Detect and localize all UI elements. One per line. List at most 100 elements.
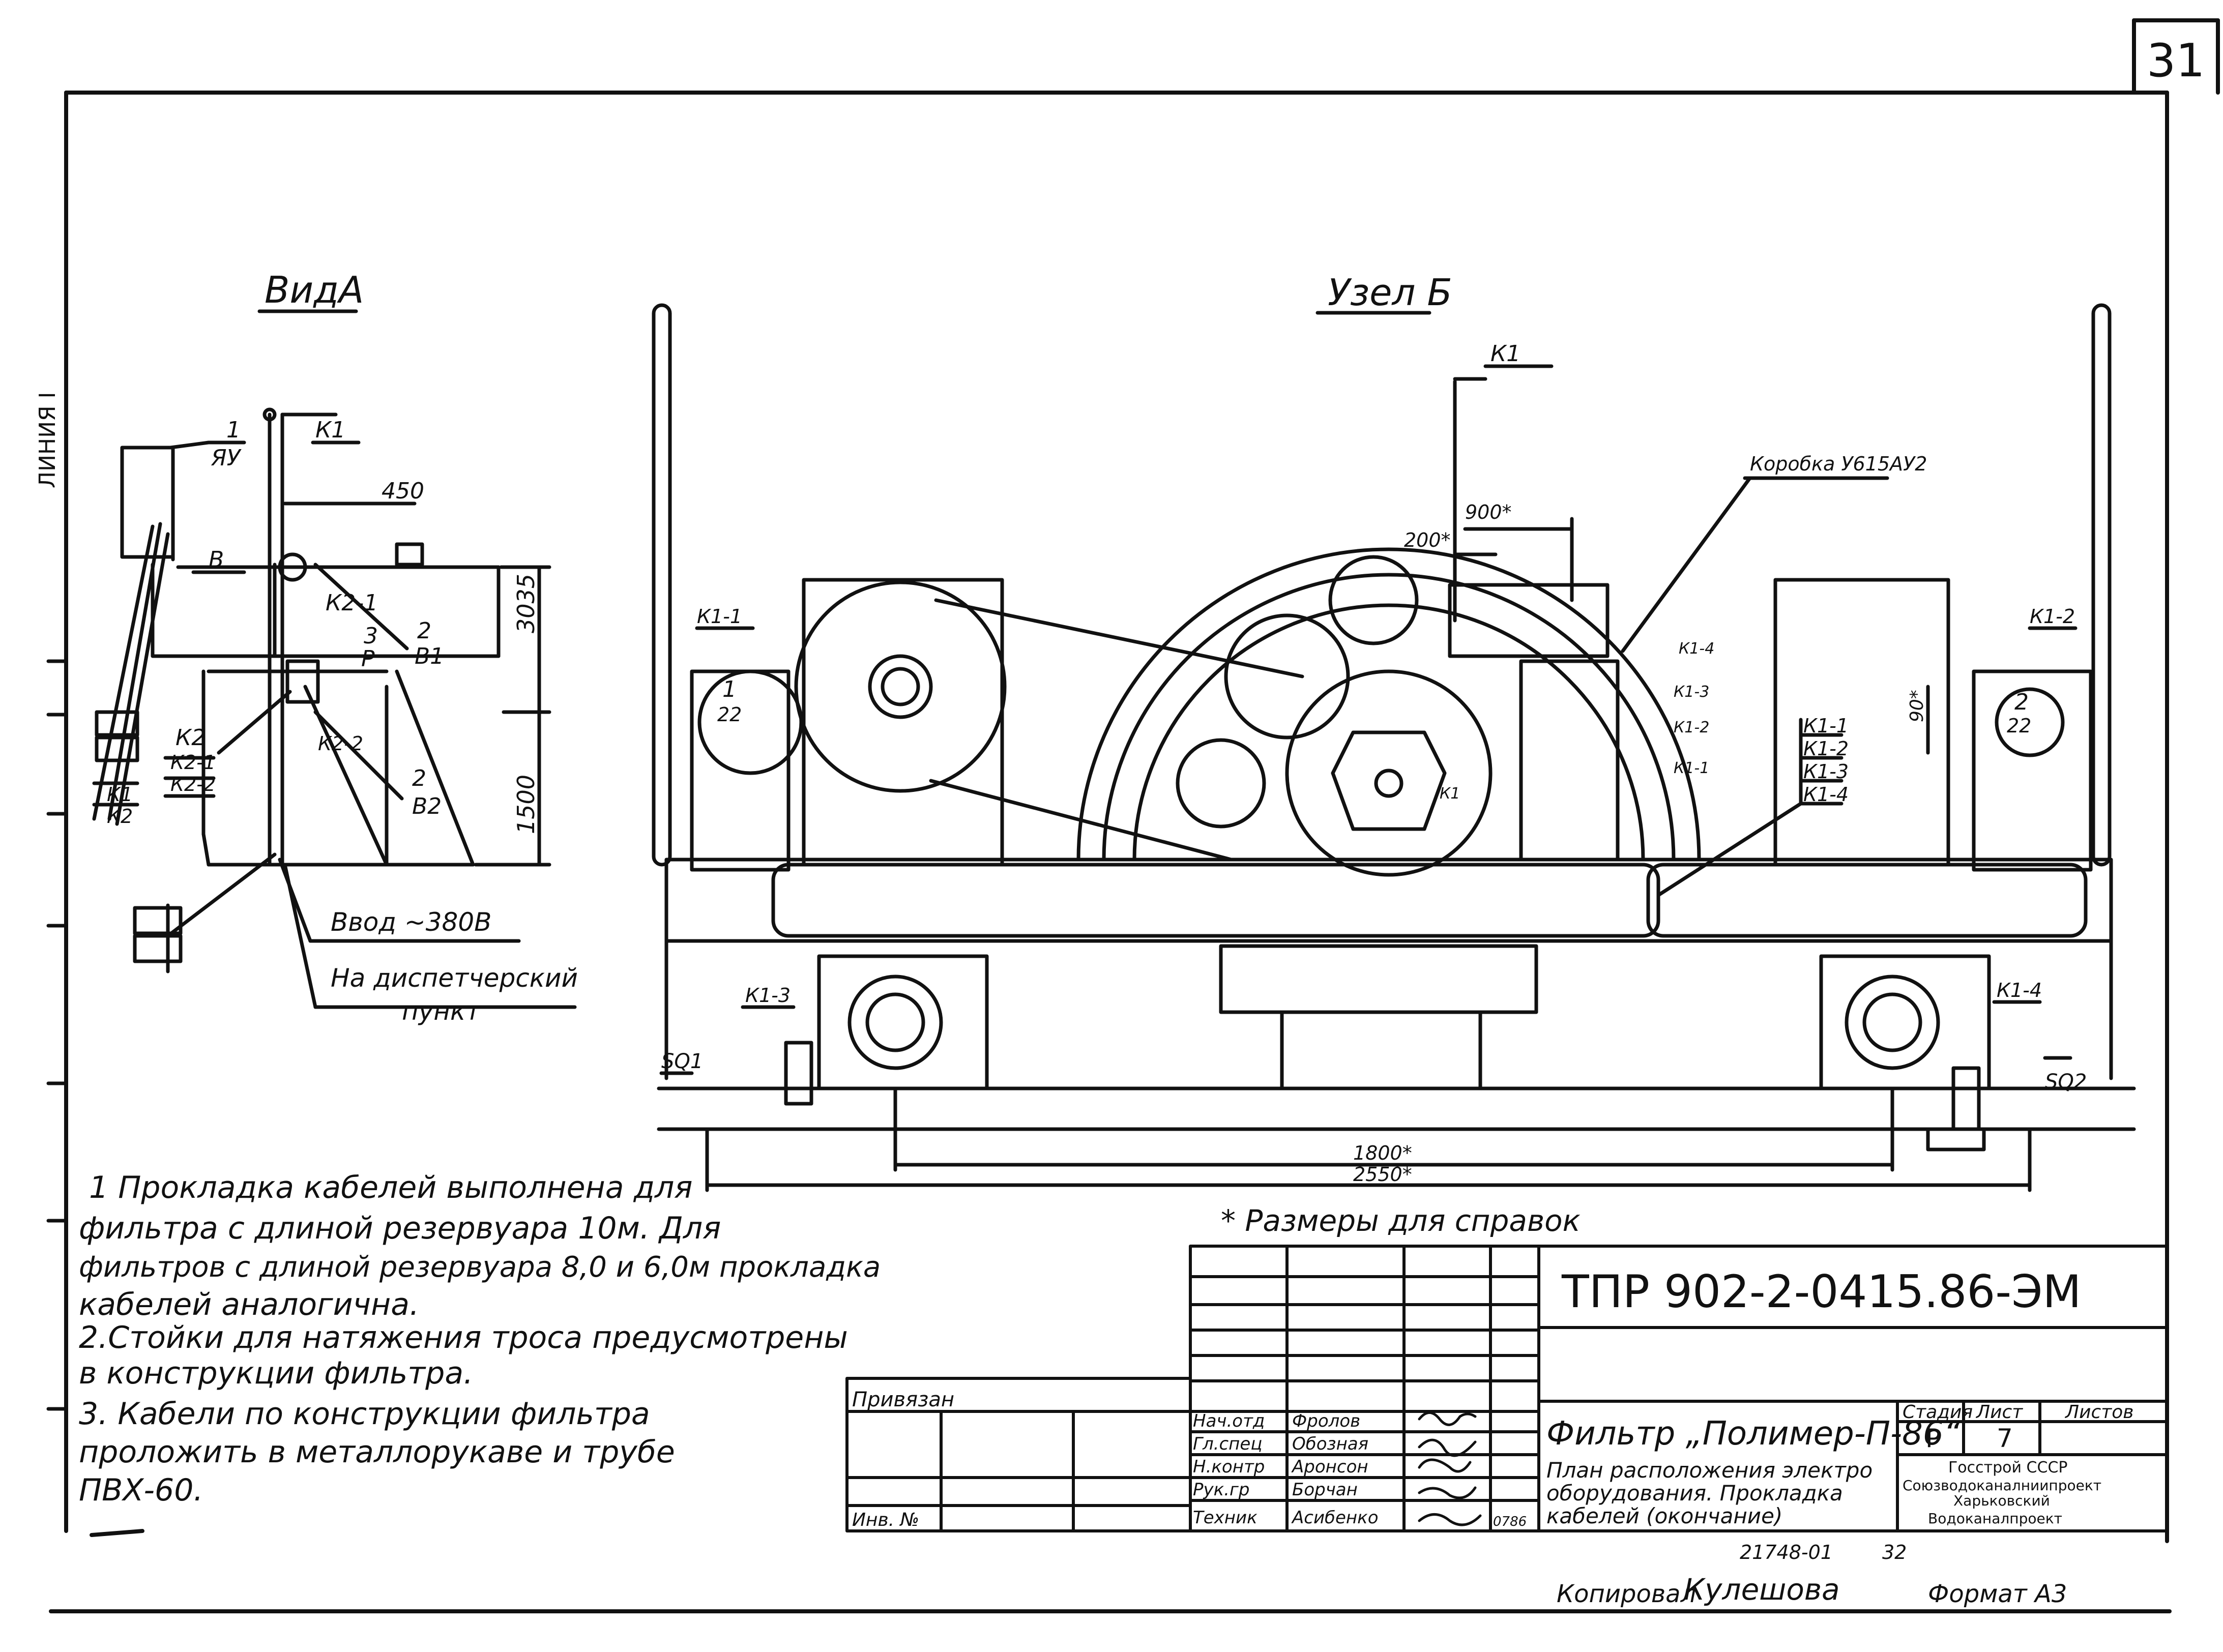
staff-role-1: Нач.отд <box>1193 1411 1265 1431</box>
dim-900: 900* <box>1465 501 1512 523</box>
note-line-5: 2.Стойки для натяжения троса предусмотре… <box>79 1320 848 1355</box>
view-a-title: ВидА <box>265 269 364 311</box>
label-k1-1: К1-1 <box>697 605 742 628</box>
stage-header: Стадия <box>1903 1402 1973 1423</box>
label-motor-2-22: 22 <box>2007 715 2031 737</box>
label-motor-2: 2 <box>2014 689 2029 715</box>
dim-90: 90* <box>1907 690 1927 722</box>
format-label: Формат А3 <box>1928 1580 2067 1608</box>
note-line-2: фильтра с длиной резервуара 10м. Для <box>79 1211 721 1246</box>
footer-page: 32 <box>1882 1541 1907 1563</box>
uzel-b-title: Узел Б <box>1328 271 1452 314</box>
label-k1-2-box: К1-2 <box>1674 719 1709 736</box>
footer: 21748-01 32 Копировал Кулешова Формат А3 <box>1557 1541 2067 1608</box>
staff-name-3: Аронсон <box>1291 1457 1368 1477</box>
staff-name-4: Борчан <box>1292 1480 1358 1500</box>
inv-label: Инв. № <box>852 1510 919 1530</box>
date-value: 0786 <box>1493 1514 1527 1529</box>
note-line-7: 3. Кабели по конструкции фильтра <box>79 1396 650 1432</box>
label-motor-1-22: 22 <box>717 703 742 726</box>
dispatch-note-1: На диспетчерский <box>331 963 578 993</box>
project-name: Фильтр „Полимер-П-86“ <box>1546 1415 1961 1453</box>
list-k1-4: К1-4 <box>1803 783 1849 806</box>
label-k2: К2 <box>175 725 206 751</box>
staff-name-2: Обозная <box>1292 1434 1368 1454</box>
staff-name-5: Асибенко <box>1291 1508 1379 1528</box>
description-3: кабелей (окончание) <box>1546 1503 1782 1528</box>
label-k2-2: К2-2 <box>170 773 216 795</box>
org-4: Водоканалпроект <box>1928 1510 2062 1527</box>
box-label: Коробка У615АУ2 <box>1750 453 1927 475</box>
dispatch-note-2: пункт <box>402 996 481 1026</box>
note-line-6: в конструкции фильтра. <box>79 1355 473 1391</box>
label-k2-1b: К2-1 <box>170 751 216 774</box>
legend-k2: К2 <box>107 805 133 828</box>
view-a: ВидА <box>92 269 578 1026</box>
list-k1-3: К1-3 <box>1803 760 1849 783</box>
note-line-9: ПВХ-60. <box>79 1472 203 1508</box>
signatures <box>1418 1411 1482 1526</box>
copied-label: Копировал <box>1557 1580 1696 1608</box>
label-3: 3 <box>364 623 378 649</box>
sheet-number: 31 <box>2147 34 2205 87</box>
staff-role-4: Рук.гр <box>1193 1480 1249 1500</box>
title-block: ТПР 902-2-0415.86-ЭМ Фильтр „Полимер-П-8… <box>845 1245 2169 1532</box>
dim-200: 200* <box>1404 529 1451 551</box>
list-k1-2: К1-2 <box>1803 738 1849 760</box>
org-1: Госстрой СССР <box>1948 1459 2067 1477</box>
edge-ticks <box>46 659 68 1411</box>
label-k1-3: К1-3 <box>745 984 791 1007</box>
staff-role-2: Гл.спец <box>1193 1434 1262 1454</box>
label-yau: ЯУ <box>211 445 242 471</box>
description-2: оборудования. Прокладка <box>1546 1481 1843 1506</box>
label-motor-1: 1 <box>722 676 737 702</box>
label-p: Р <box>361 646 375 672</box>
label-k2-1: К2-1 <box>326 590 378 616</box>
label-b1: В1 <box>415 643 444 669</box>
label-k1-2: К1-2 <box>2030 605 2075 628</box>
description-1: План расположения электро <box>1546 1458 1873 1483</box>
dim-450: 450 <box>382 478 424 504</box>
sheet-frame <box>49 18 2220 1613</box>
org-2: Союзводоканалниипроект <box>1903 1477 2101 1494</box>
footer-code: 21748-01 <box>1740 1541 1833 1563</box>
staff-name-1: Фролов <box>1292 1411 1360 1431</box>
org-3: Харьковский <box>1953 1492 2050 1509</box>
label-sq1: SQ1 <box>661 1050 703 1073</box>
label-k1-3-box: К1-3 <box>1674 683 1709 701</box>
label-k1-small: К1 <box>1440 785 1460 803</box>
staff-role-3: Н.контр <box>1193 1457 1265 1477</box>
label-k1-4-box: К1-4 <box>1679 640 1714 658</box>
uzel-k1-top: К1 <box>1490 341 1520 367</box>
label-k2-2b: К2-2 <box>318 732 363 755</box>
label-k1: К1 <box>315 417 345 443</box>
label-sq2: SQ2 <box>2045 1070 2087 1094</box>
note-line-8: проложить в металлорукаве и трубе <box>79 1434 675 1470</box>
doc-code: ТПР 902-2-0415.86-ЭМ <box>1561 1265 2081 1318</box>
dim-1500: 1500 <box>512 775 540 834</box>
side-mark: ЛИНИЯ I <box>35 392 61 488</box>
label-2b: 2 <box>412 765 426 791</box>
uzel-b: Узел Б <box>652 271 2136 1238</box>
sheet-header: Лист <box>1975 1402 2023 1423</box>
dim-3035: 3035 <box>512 574 540 633</box>
label-k1-1-box: К1-1 <box>1674 759 1709 777</box>
label-2a: 2 <box>417 618 431 644</box>
dim-1800: 1800* <box>1353 1142 1412 1164</box>
stage-value: Р <box>1925 1424 1941 1453</box>
list-k1-1: К1-1 <box>1803 715 1849 737</box>
sheet-value: 7 <box>1997 1424 2013 1453</box>
copied-name: Кулешова <box>1684 1572 1840 1607</box>
dim-2550: 2550* <box>1353 1163 1412 1186</box>
sheets-header: Листов <box>2064 1402 2133 1423</box>
note-line-4: кабелей аналогична. <box>79 1287 419 1322</box>
footnote: * Размеры для справок <box>1221 1203 1581 1238</box>
note-line-1: 1 Прокладка кабелей выполнена для <box>89 1170 693 1205</box>
staff-role-5: Техник <box>1193 1508 1257 1528</box>
label-1: 1 <box>226 417 241 443</box>
input-note: Ввод ~380В <box>331 907 491 937</box>
bound-label: Привязан <box>852 1388 954 1411</box>
label-b2: В2 <box>412 793 442 819</box>
